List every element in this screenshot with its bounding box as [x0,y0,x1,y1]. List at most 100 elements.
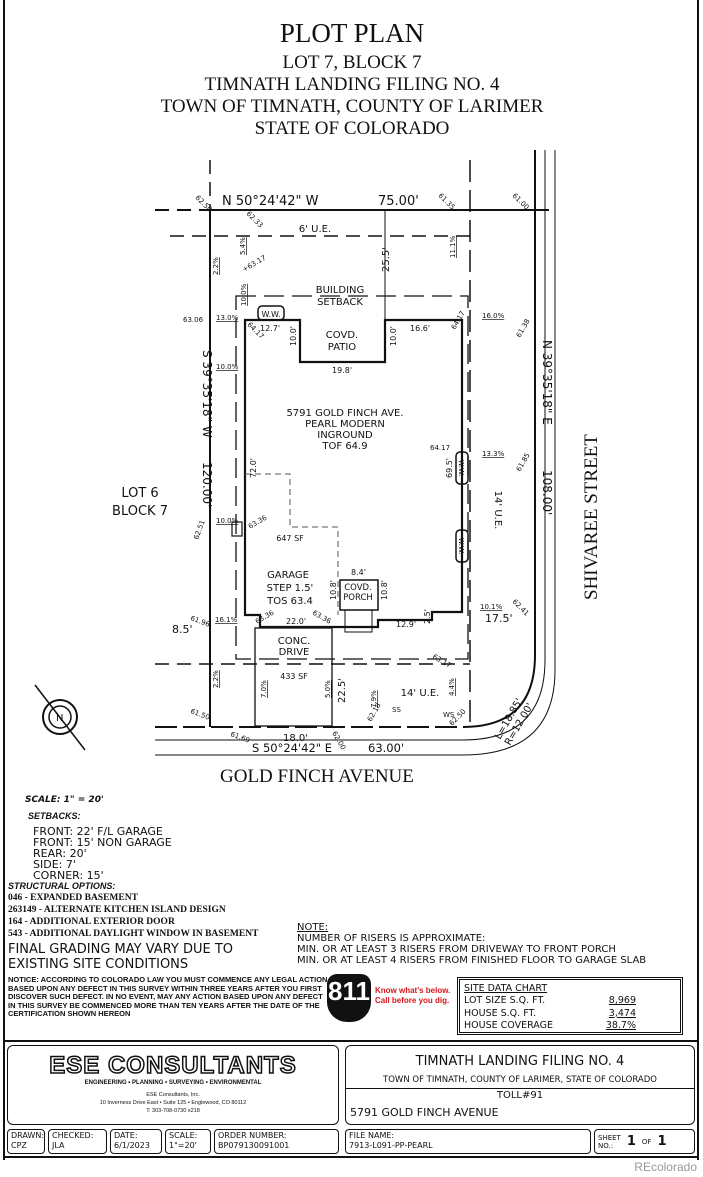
sheet-of: OF [641,1137,652,1146]
811-logo: 811 [327,974,371,1022]
north-arrow-icon: N [34,684,86,751]
title-block [3,1040,699,1158]
dim: 69.5' [445,458,454,478]
elevation: 63.36 [311,609,333,626]
cell-label: SCALE: [169,1131,198,1140]
811-line: Call before you dig. [375,996,450,1005]
sheet-number: 1 [626,1133,636,1149]
drawn-cell: DRAWN:CPZ [7,1129,45,1154]
project-name: TIMNATH LANDING FILING NO. 4 [415,1054,625,1069]
company-phone: T: 303-708-0730 x218 [146,1108,200,1114]
east-bearing: N 39°35'18" E [540,340,554,425]
slope: 7.9% [370,690,378,708]
note-line: MIN. OR AT LEAST 3 RISERS FROM DRIVEWAY … [297,944,616,955]
slope: 11.1% [449,235,457,258]
slope: 10.0% [216,517,239,525]
elevation: 64.17 [430,444,450,452]
dim: 19.8' [332,366,352,375]
watermark: REcolorado [634,1160,697,1174]
elevation: 61.96 [189,614,211,629]
porch-label: COVD. [344,583,372,593]
dim: 8.4' [351,568,366,577]
elevation: +63.17 [241,254,267,274]
structural-option: 164 - ADDITIONAL EXTERIOR DOOR [8,917,175,927]
drive-area: 433 SF [280,672,308,681]
company-box: ESE CONSULTANTS ENGINEERING • PLANNING •… [7,1045,339,1125]
company-services: ENGINEERING • PLANNING • SURVEYING • ENV… [84,1080,262,1086]
cell-label: DATE: [114,1131,138,1140]
slope: 2.2% [212,257,220,275]
title-main: PLOT PLAN [280,18,424,48]
company-address: 10 Inverness Drive East • Suite 125 • En… [99,1100,247,1106]
note-line: MIN. OR AT LEAST 4 RISERS FROM FINISHED … [297,955,647,966]
sanitary-sewer-label: SS [392,706,401,714]
structural-option: 543 - ADDITIONAL DAYLIGHT WINDOW IN BASE… [8,929,259,939]
rear-ue-label: 6' U.E. [299,224,331,235]
slope: 7.0% [260,680,268,698]
cell-label: SHEET [598,1133,621,1142]
south-distance: 63.00' [368,741,404,755]
north-distance: 75.00' [378,194,419,209]
company-inc: ESE Consultants, Inc. [146,1092,200,1098]
water-service-label: WS [443,711,455,719]
cell-label: FILE NAME: [349,1131,395,1140]
cell-label: CHECKED: [52,1131,94,1140]
house-foundation: INGROUND [317,430,373,441]
row-label: HOUSE COVERAGE [464,1020,553,1031]
west-bearing: S 39°35'18" W [200,350,214,438]
dim: 22.0' [286,617,306,626]
slope: 16.1% [215,616,238,624]
drive-label: DRIVE [279,647,310,658]
elevation: 63.36 [254,609,276,626]
elevation: 61.00 [511,192,531,212]
cell-label: DRAWN: [11,1131,45,1140]
row-label: LOT SIZE S.Q. FT. [464,995,546,1006]
slope: 13.0% [216,314,239,322]
note-line: NUMBER OF RISERS IS APPROXIMATE: [297,933,486,944]
setback-item: SIDE: 7' [33,858,76,871]
garage-tos: TOS 63.4 [266,596,313,607]
slope: 10.0% [216,363,239,371]
structural-option: 263149 - ALTERNATE KITCHEN ISLAND DESIGN [8,905,226,915]
row-label: HOUSE S.Q. FT. [464,1007,537,1019]
street-name-south: GOLD FINCH AVENUE [220,766,414,787]
cell-value: CPZ [11,1141,27,1150]
elevation: 63.06 [183,316,204,324]
house-address: 5791 GOLD FINCH AVE. [286,408,403,419]
cell-label: NO.: [598,1141,614,1150]
garage-step: STEP 1.5' [267,583,314,594]
house-tof: TOF 64.9 [321,441,367,452]
street-name-east: SHIVAREE STREET [581,434,602,600]
elevation: 62.33 [245,210,265,230]
legal-notice: NOTICE: ACCORDING TO COLORADO LAW YOU MU… [8,975,328,1019]
slope: 16.0% [482,312,505,320]
dim: 25.5' [381,247,392,272]
dim: 10.8' [329,580,338,600]
slope: 2.2% [212,670,220,688]
title-state: STATE OF COLORADO [255,118,450,139]
setback-label: SETBACK [317,297,363,308]
dim: 22.5' [337,678,348,703]
east-distance: 108.00' [540,470,554,515]
row-value: 38.7% [605,1020,636,1031]
row-value: 8,969 [608,995,636,1006]
drive-label: CONC. [278,636,311,647]
checked-cell: CHECKED:JLA [48,1129,107,1154]
dim: 2.5' [423,609,432,624]
setback-item: FRONT: 15' NON GARAGE [33,836,172,849]
elevation: 61.35 [437,192,457,212]
setback-item: FRONT: 22' F/L GARAGE [33,825,163,838]
side-ue-label: 14' U.E. [492,491,503,530]
cell-value: 1"=20' [169,1141,197,1150]
south-bearing: S 50°24'42" E [252,741,332,755]
lot-address: 5791 GOLD FINCH AVENUE [350,1106,499,1119]
title-subdivision: TIMNATH LANDING FILING NO. 4 [205,74,500,95]
dim: 72.0' [249,458,258,478]
order-cell: ORDER NUMBER:BP079130091001 [214,1129,339,1154]
811-tagline: Know what's below. Call before you dig. [375,986,450,1006]
slope: 5.4% [239,237,247,255]
site-data-row: LOT SIZE S.Q. FT. 8,969 [464,995,676,1008]
file-cell: FILE NAME:7913-L091-PP-PEARL [345,1129,591,1154]
